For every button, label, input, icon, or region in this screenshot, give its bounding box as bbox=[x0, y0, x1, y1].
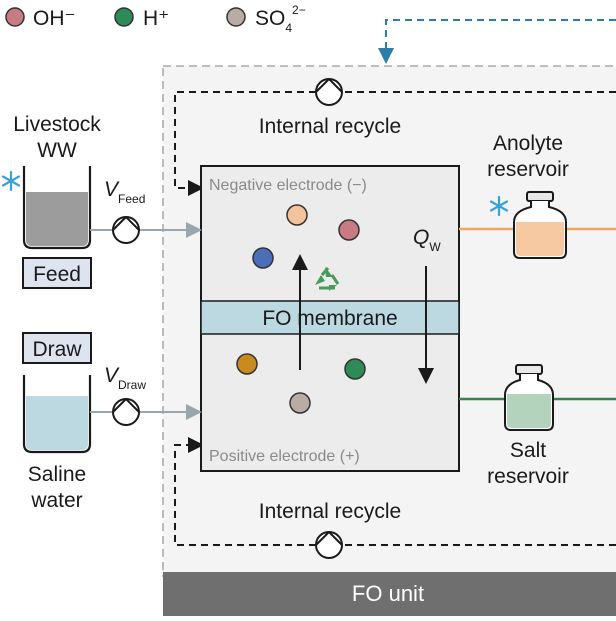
pump-icon bbox=[315, 531, 343, 559]
top-recycle-loop bbox=[174, 91, 616, 196]
bottle-icon bbox=[513, 191, 567, 259]
draw-label-box bbox=[22, 332, 92, 364]
feed-title-line2: WW bbox=[37, 139, 77, 162]
oh-particle bbox=[338, 219, 360, 241]
positive-electrode-label: Positive electrode (+) bbox=[209, 448, 360, 465]
fo-unit-bar bbox=[163, 572, 616, 616]
fo-unit-label: FO unit bbox=[352, 581, 424, 606]
pump-icon bbox=[112, 398, 140, 426]
feed-liquid bbox=[26, 192, 88, 246]
top-recycle-label: Internal recycle bbox=[259, 115, 401, 138]
feed-flow-label: VFeed bbox=[104, 178, 145, 206]
draw-title-line1: Saline bbox=[28, 463, 86, 486]
draw-title-line2: water bbox=[30, 489, 82, 512]
feed-beaker bbox=[22, 166, 92, 250]
water-flux-label: QW bbox=[413, 226, 441, 254]
peach-particle bbox=[286, 204, 308, 226]
feed-label-box bbox=[22, 257, 92, 289]
salt-label-line1: Salt bbox=[510, 439, 546, 462]
draw-flow-label: VDraw bbox=[104, 364, 146, 392]
dashed-feed-line bbox=[378, 19, 616, 64]
membrane-label: FO membrane bbox=[262, 307, 397, 330]
oh-legend-label: OH⁻ bbox=[33, 7, 76, 30]
bottom-recycle-loop bbox=[174, 437, 616, 546]
h-particle bbox=[344, 358, 366, 380]
anolyte-label-line2: reservoir bbox=[487, 158, 569, 181]
draw-liquid bbox=[26, 396, 88, 450]
so4-particle bbox=[289, 392, 311, 414]
salt-label-line2: reservoir bbox=[487, 465, 569, 488]
fo-membrane bbox=[200, 300, 460, 335]
legend: OH⁻ H⁺ SO42− bbox=[5, 3, 306, 35]
oh-legend-dot bbox=[5, 7, 25, 27]
pump-icon bbox=[315, 78, 343, 106]
so4-legend-label: SO42− bbox=[255, 3, 306, 35]
draw-label: Draw bbox=[32, 338, 82, 361]
bottom-recycle-label: Internal recycle bbox=[259, 500, 401, 523]
blue-particle bbox=[252, 247, 274, 269]
recycle-icon bbox=[315, 267, 340, 291]
pump-icon bbox=[112, 216, 140, 244]
bottle-icon bbox=[504, 364, 554, 431]
h-legend-dot bbox=[114, 7, 134, 27]
feed-label: Feed bbox=[33, 263, 81, 286]
h-legend-label: H⁺ bbox=[143, 7, 169, 30]
so4-legend-dot bbox=[226, 7, 246, 27]
negative-electrode-label: Negative electrode (−) bbox=[209, 177, 367, 194]
feed-title-line1: Livestock bbox=[13, 113, 101, 136]
draw-beaker bbox=[22, 375, 92, 454]
snowflake-icon bbox=[1, 170, 21, 192]
ochre-particle bbox=[236, 353, 258, 375]
anolyte-label-line1: Anolyte bbox=[493, 132, 563, 155]
snowflake-icon bbox=[489, 195, 509, 217]
